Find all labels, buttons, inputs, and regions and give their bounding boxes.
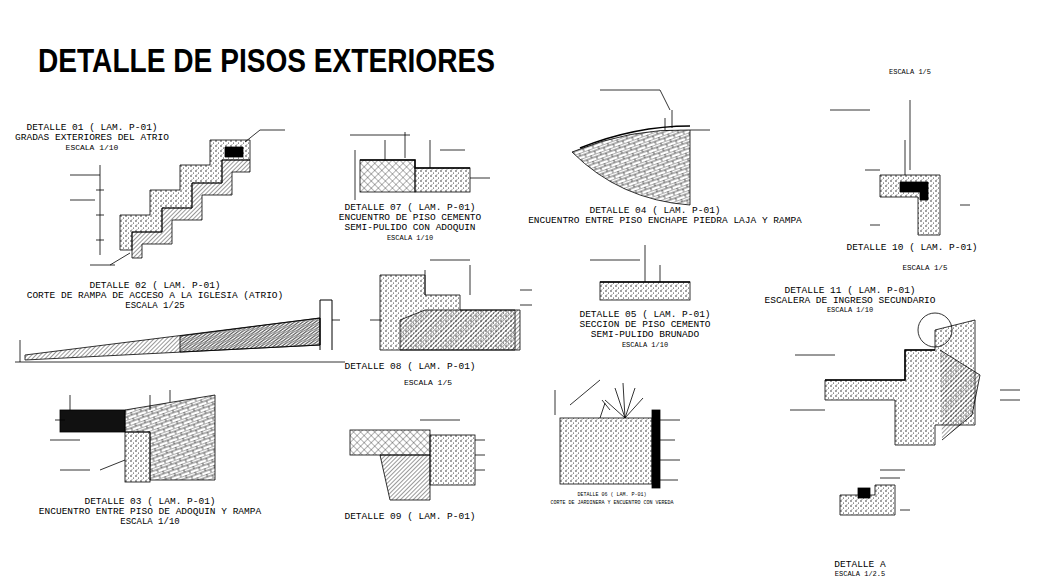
detail-caption: ESCALA 1/25	[125, 301, 184, 311]
detail-caption: SECCION DE PISO CEMENTO	[579, 320, 710, 331]
detail-caption: ESCALA 1/5	[902, 264, 947, 273]
detail-caption: SEMI-PULIDO CON ADOQUIN	[344, 223, 475, 234]
detail-caption: ESCALA 1/10	[827, 306, 873, 314]
detail-caption: ESCALA 1/2.5	[835, 570, 885, 578]
detail-caption: DETALLE 04 ( LAM. P-01)	[589, 206, 720, 217]
detail-caption: ESCALA 1/10	[66, 143, 119, 152]
detail-caption: DETALLE 09 ( LAM. P-01)	[344, 512, 475, 523]
detail-caption: ESCALA 1/10	[120, 517, 179, 527]
detail-caption: ENCUENTRO DE PISO CEMENTO	[339, 213, 482, 224]
detail-caption: DETALLE 07 ( LAM. P-01)	[344, 203, 475, 214]
detail-caption: DETALLE 08 ( LAM. P-01)	[344, 362, 475, 373]
detail-caption: DETALLE A	[834, 560, 885, 571]
detail-caption: DETALLE 03 ( LAM. P-01)	[84, 497, 215, 508]
detail-caption: ESCALA 1/10	[387, 234, 433, 242]
detail-caption: SEMI-PULIDO BRUNADO	[591, 330, 699, 341]
detail-caption: CORTE DE JARDINERA Y ENCUENTRO CON VERED…	[550, 500, 673, 506]
detail-caption: DETALLE 02 ( LAM. P-01)	[89, 281, 220, 292]
detail-caption: ESCALA 1/5	[404, 378, 452, 387]
detail-caption: DETALLE 05 ( LAM. P-01)	[579, 310, 710, 321]
detail-caption: ENCUENTRO ENTRE PISO DE ADOQUIN Y RAMPA	[39, 507, 261, 518]
detail-caption: ENCUENTRO ENTRE PISO ENCHAPE PIEDRA LAJA…	[528, 216, 802, 227]
detail-caption: DETALLE 10 ( LAM. P-01)	[846, 243, 977, 254]
detail-caption: DETALLE 11 ( LAM. P-01)	[784, 286, 915, 297]
detail-caption: DETALLE 01 ( LAM. P-01)	[26, 123, 157, 134]
detail-caption: DETALLE 06 ( LAM. P-01)	[577, 492, 646, 498]
detail-caption: ESCALERA DE INGRESO SECUNDARIO	[764, 296, 935, 307]
detail-caption: ESCALA 1/5	[889, 68, 931, 76]
detail-caption: CORTE DE RAMPA DE ACCESO A LA IGLESIA (A…	[27, 291, 284, 302]
detail-caption: GRADAS EXTERIORES DEL ATRIO	[15, 133, 169, 144]
sheet-title: DETALLE DE PISOS EXTERIORES	[38, 42, 495, 78]
detail-caption: ESCALA 1/10	[622, 341, 668, 349]
